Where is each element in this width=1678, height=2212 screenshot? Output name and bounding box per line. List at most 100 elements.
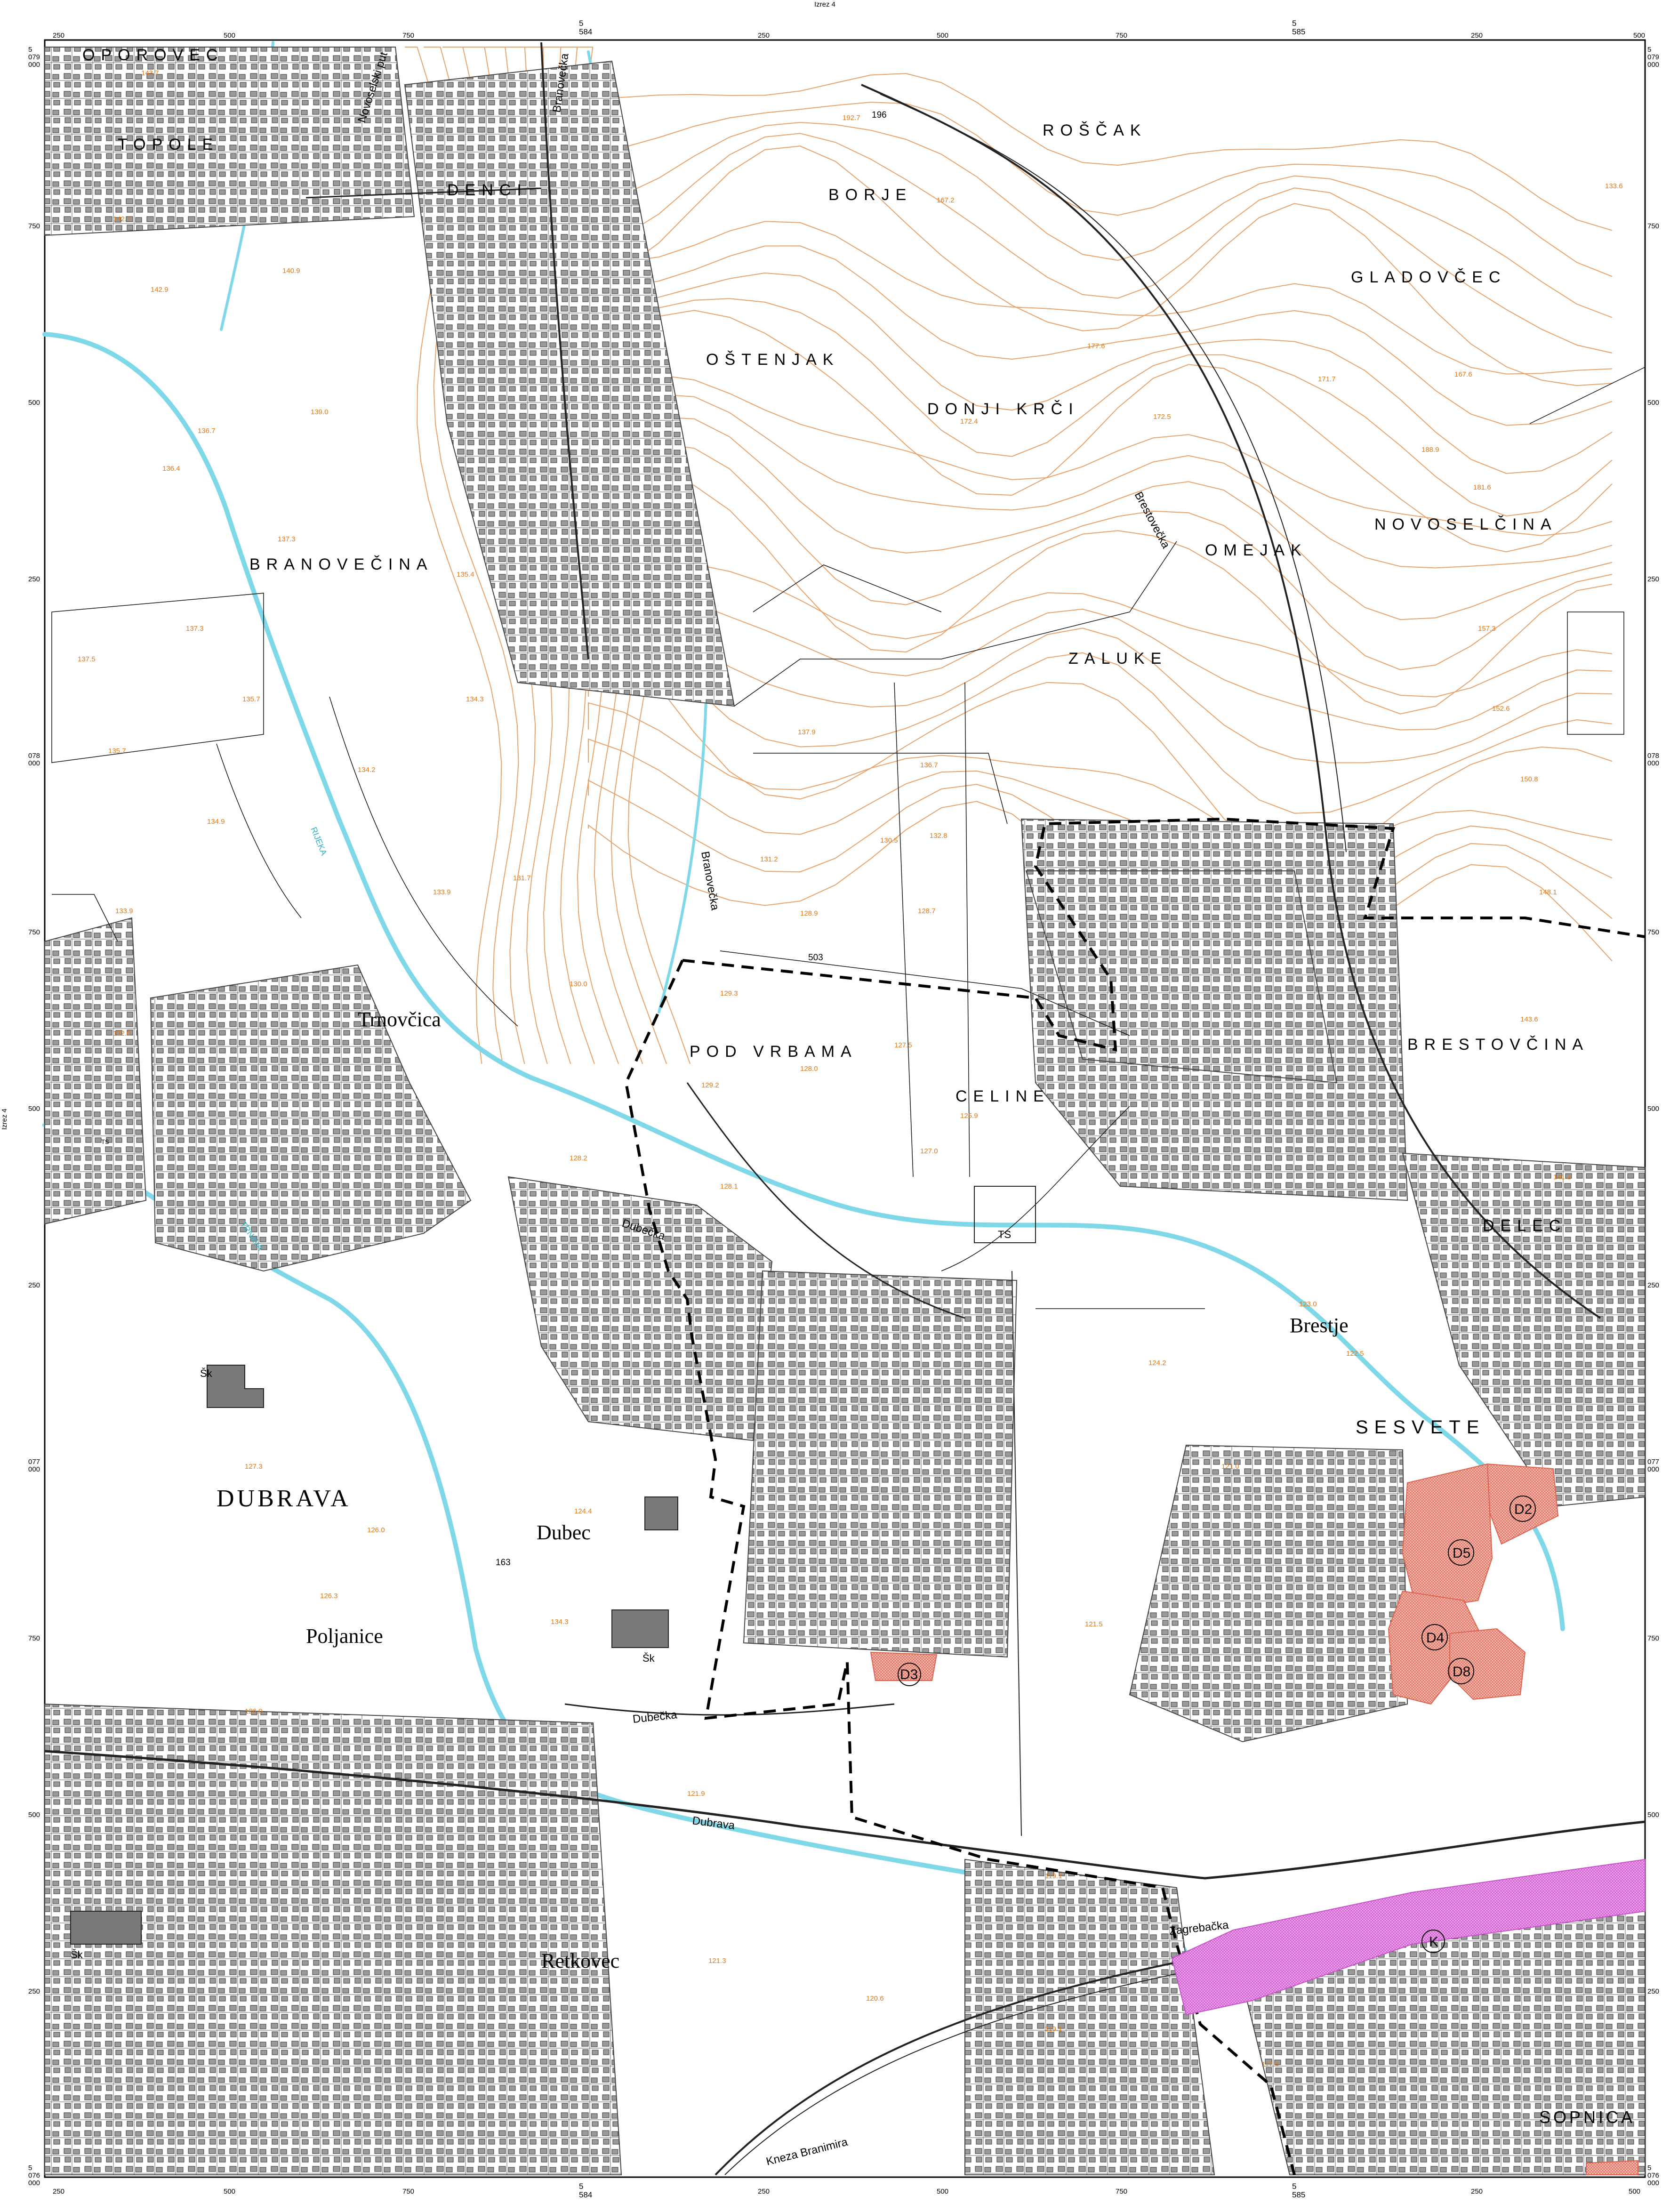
coord-bot-1: 500 xyxy=(224,2188,235,2196)
coord-left-3: 250 xyxy=(28,575,40,583)
zone-label-k: K xyxy=(1429,1934,1438,1950)
zone-markers xyxy=(898,1496,1536,1953)
zone-marker-d5 xyxy=(1448,1539,1474,1566)
place-gladovcec: GLADOVČEC xyxy=(1351,268,1507,286)
contour-line xyxy=(588,702,1613,853)
spot-elevation: 127.3 xyxy=(245,1463,263,1471)
place-denci: DENCI xyxy=(447,181,528,199)
place-delec: DELEC xyxy=(1483,1217,1566,1235)
spot-elevation: 126.0 xyxy=(367,1526,385,1534)
spot-elevation: 137.5 xyxy=(78,655,96,663)
coord-left-10: 500 xyxy=(28,1811,40,1819)
place-sopnica: SOPNICA xyxy=(1539,2107,1635,2127)
spot-elevation: 128.0 xyxy=(800,1065,818,1073)
spot-elevation: 167.6 xyxy=(1454,370,1472,378)
coord-right-5: 750 xyxy=(1647,928,1659,936)
zone-k xyxy=(1171,1858,1646,2016)
spot-elevation: 130.5 xyxy=(880,837,898,845)
coord-left-6: 500 xyxy=(28,1105,40,1113)
coord-right-9: 750 xyxy=(1647,1634,1659,1642)
zone-label-d3: D3 xyxy=(900,1667,918,1682)
coord-bot-4: 250 xyxy=(758,2188,770,2196)
spot-elevation: 136.7 xyxy=(198,427,216,435)
spot-elevation: 131.2 xyxy=(760,855,778,863)
spot-elevation: 124.4 xyxy=(574,1507,592,1515)
place-topole: TOPOLE xyxy=(118,136,219,153)
coord-right-10: 500 xyxy=(1647,1811,1659,1819)
spot-elevation: 129.3 xyxy=(720,989,738,997)
coord-top-5: 500 xyxy=(937,32,948,40)
coord-left-7: 250 xyxy=(28,1281,40,1289)
spot-elevation: 121.5 xyxy=(1085,1620,1103,1628)
coord-left-1: 750 xyxy=(28,222,40,230)
zone-labels: D2 D3 D4 D5 D8 K xyxy=(900,1502,1532,1950)
town-brestje: Brestje xyxy=(1290,1314,1349,1337)
spot-elevation: 119.1 xyxy=(1045,1872,1062,1880)
coord-left-11: 250 xyxy=(28,1987,40,1995)
spot-elevation: 137.3 xyxy=(186,625,204,633)
spot-elevation: 143.7 xyxy=(141,69,159,77)
point-163: 163 xyxy=(496,1558,511,1568)
place-branovecina: BRANOVEČINA xyxy=(249,555,434,573)
spot-elevation: 128.1 xyxy=(720,1182,738,1190)
place-borje: BORJE xyxy=(828,186,912,204)
town-names: Trnovčica DUBRAVA Dubec Poljanice Retkov… xyxy=(217,1008,1349,1972)
coord-left-5: 750 xyxy=(28,928,40,936)
zone-label-d8: D8 xyxy=(1453,1664,1470,1680)
coord-right-6: 500 xyxy=(1647,1105,1659,1113)
spot-elevation: 135.7 xyxy=(242,695,260,703)
coord-right-2: 500 xyxy=(1647,399,1659,407)
coord-top-8: 250 xyxy=(1471,32,1483,40)
zone-marker-d3 xyxy=(898,1663,921,1686)
spot-elevation: 142.1 xyxy=(113,215,131,223)
spot-elevation: 121.9 xyxy=(687,1790,705,1798)
point-196: 196 xyxy=(872,110,887,120)
spot-elevations: 143.7192.7142.1167.2140.9142.9177.6171.7… xyxy=(78,69,1623,2068)
spot-elevation: 127.5 xyxy=(894,1041,912,1049)
spot-elevation: 126.3 xyxy=(320,1592,338,1600)
spot-elevation: 128.7 xyxy=(918,907,936,915)
place-names: OPOROVEC TOPOLE DENCI BORJE ROŠČAK GLADO… xyxy=(82,46,1635,2127)
contour-line xyxy=(588,221,1613,375)
point-labels: 196 503 163 TS TS Šk Šk Šk xyxy=(71,110,1011,1961)
contour-line xyxy=(588,394,1613,569)
coord-top-6: 750 xyxy=(1116,32,1127,40)
spot-elevation: 134.2 xyxy=(358,766,376,774)
contour-line xyxy=(588,71,1613,231)
parcel-lines xyxy=(51,367,1646,1309)
spot-elevation: 123.0 xyxy=(1299,1300,1317,1308)
coord-bot-9: 500 xyxy=(1629,2188,1640,2196)
spot-elevation: 181.6 xyxy=(1473,483,1491,491)
spot-elevation: 177.6 xyxy=(1087,342,1105,350)
spot-elevation: 140.9 xyxy=(282,267,300,275)
zone-d4 xyxy=(1388,1590,1484,1705)
coord-bot-6: 750 xyxy=(1116,2188,1127,2196)
contour-line xyxy=(588,417,1613,620)
contour-line xyxy=(588,310,1613,553)
contour-line xyxy=(588,245,1613,426)
spot-elevation: 136.4 xyxy=(162,465,180,473)
spot-elevation: 128.9 xyxy=(800,909,818,917)
spot-elevation: 157.3 xyxy=(1478,625,1496,633)
spot-elevation: 136.7 xyxy=(920,761,938,769)
spot-elevation: 152.6 xyxy=(1492,705,1510,713)
spot-elevation: 137.3 xyxy=(278,535,296,543)
contour-line xyxy=(588,443,1613,670)
spot-elevation: 188.9 xyxy=(1421,446,1439,454)
spot-elevation: 142.9 xyxy=(151,286,169,294)
point-ts-2: TS xyxy=(101,1138,109,1145)
zone-label-d2: D2 xyxy=(1514,1502,1532,1517)
place-omejak: OMEJAK xyxy=(1205,541,1308,559)
point-ts-1: TS xyxy=(998,1229,1011,1240)
place-celine: CELINE xyxy=(955,1087,1050,1105)
spot-elevation: 133.9 xyxy=(433,888,451,896)
zone-label-d5: D5 xyxy=(1453,1545,1470,1561)
built-up-areas xyxy=(44,47,1646,2175)
